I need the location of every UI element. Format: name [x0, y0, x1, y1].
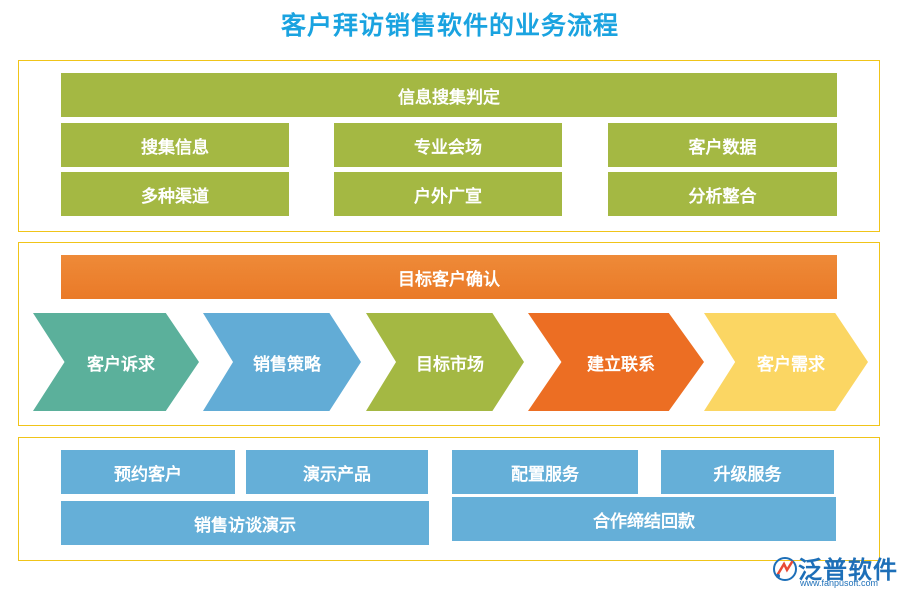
- page-title: 客户拜访销售软件的业务流程: [280, 11, 619, 40]
- cell-analysis-integration: 分析整合: [608, 172, 837, 216]
- cell-outdoor-ads: 户外广宣: [334, 172, 562, 216]
- cell-sales-interview-demo: 销售访谈演示: [61, 501, 429, 545]
- cell-collect-info: 搜集信息: [61, 123, 289, 167]
- step-customer-needs: 客户需求: [704, 313, 868, 411]
- cell-cooperation-payment: 合作缔结回款: [452, 497, 836, 541]
- cell-multi-channels: 多种渠道: [61, 172, 289, 216]
- cell-config-service: 配置服务: [452, 450, 638, 494]
- logo-url: www.fanpusoft.com: [800, 578, 879, 588]
- step-label: 客户需求: [757, 354, 825, 375]
- cell-upgrade-service: 升级服务: [661, 450, 834, 494]
- cell-professional-venue: 专业会场: [334, 123, 562, 167]
- step-label: 销售策略: [253, 354, 321, 375]
- fanpu-logo: 泛普软件 www.fanpusoft.com: [770, 554, 897, 588]
- step-label: 客户诉求: [87, 354, 155, 375]
- cell-customer-data: 客户数据: [608, 123, 837, 167]
- logo-name: 泛普软件: [798, 556, 898, 584]
- step-label: 目标市场: [416, 354, 484, 375]
- step-label: 建立联系: [587, 354, 655, 375]
- cell-book-customer: 预约客户: [61, 450, 235, 494]
- fanpu-logo-icon: [773, 557, 797, 581]
- step-target-market: 目标市场: [366, 313, 524, 411]
- cell-demo-product: 演示产品: [246, 450, 428, 494]
- target-customer-header: 目标客户确认: [61, 255, 837, 299]
- info-collection-header: 信息搜集判定: [61, 73, 837, 117]
